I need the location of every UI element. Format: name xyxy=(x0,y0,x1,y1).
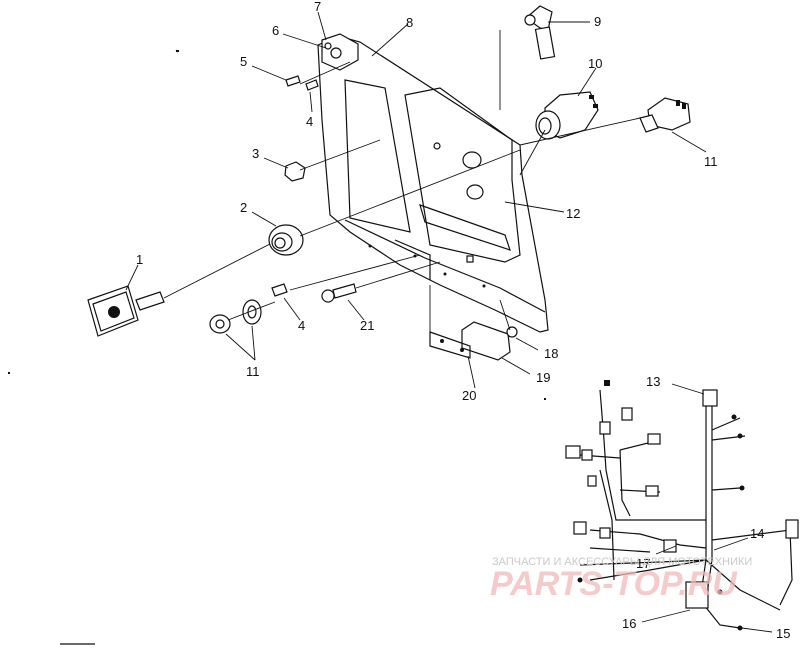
callout-13: 13 xyxy=(646,374,660,389)
callout-20: 20 xyxy=(462,388,476,403)
leader-lines xyxy=(125,11,773,633)
callout-19: 19 xyxy=(536,370,550,385)
top-bracket xyxy=(321,33,359,71)
assembly-lines xyxy=(163,30,641,345)
nut-ring-2 xyxy=(268,224,304,256)
callout-1: 1 xyxy=(136,252,143,267)
bolt-21 xyxy=(321,283,357,303)
callout-11-right: 11 xyxy=(704,154,718,169)
callout-16: 16 xyxy=(622,616,636,631)
callout-17: 17 xyxy=(636,556,650,571)
callout-9: 9 xyxy=(594,14,601,29)
callout-8: 8 xyxy=(406,15,413,30)
callout-4-top: 4 xyxy=(306,114,313,129)
callout-14: 14 xyxy=(750,526,764,541)
regulator-19 xyxy=(429,321,518,361)
callout-11-left: 11 xyxy=(246,364,260,379)
screw-5 xyxy=(285,75,319,91)
watermark: ЗАПЧАСТИ И АКСЕССУАРЫ ДЛЯ МОТОТЕХНИКИ PA… xyxy=(490,556,752,603)
callout-5: 5 xyxy=(240,54,247,69)
callout-labels: 1 2 3 4 4 5 6 7 8 9 10 11 11 12 13 14 15… xyxy=(136,0,790,641)
callout-4-lower: 4 xyxy=(298,318,305,333)
callout-10: 10 xyxy=(588,56,602,71)
screw-4-lower xyxy=(271,283,288,297)
stray-mark xyxy=(8,372,10,374)
watermark-caption: ЗАПЧАСТИ И АКСЕССУАРЫ ДЛЯ МОТОТЕХНИКИ xyxy=(492,556,752,568)
callout-12: 12 xyxy=(566,206,580,221)
callout-3: 3 xyxy=(252,146,259,161)
wiring-harness xyxy=(565,380,799,631)
toggle-switch-11 xyxy=(639,97,691,133)
nut-3 xyxy=(284,161,306,182)
watermark-brand: PARTS-TOP.RU xyxy=(490,565,738,603)
callout-18: 18 xyxy=(544,346,558,361)
callout-21: 21 xyxy=(360,318,374,333)
callout-6: 6 xyxy=(272,23,279,38)
callout-2: 2 xyxy=(240,200,247,215)
stray-mark xyxy=(176,50,179,52)
key-1 xyxy=(87,285,165,337)
nut-washer-11 xyxy=(209,299,262,334)
stray-mark xyxy=(544,398,546,400)
toggle-switch-9 xyxy=(524,5,556,60)
callout-7: 7 xyxy=(314,0,321,14)
callout-15: 15 xyxy=(776,626,790,641)
ignition-switch-10 xyxy=(535,91,599,140)
